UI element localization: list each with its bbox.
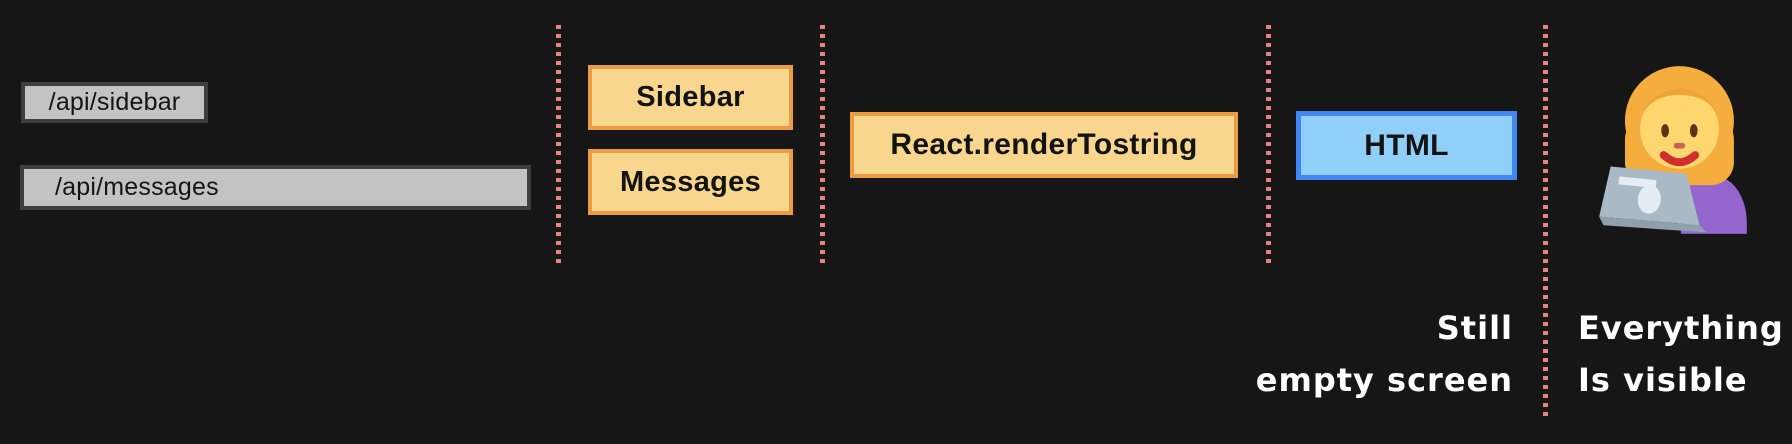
caption-line: Everything: [1578, 309, 1784, 347]
api-sidebar-label: /api/sidebar: [48, 88, 181, 116]
phase-divider-3: [1266, 25, 1271, 265]
phase-divider-2: [820, 25, 825, 265]
html-output-box: HTML: [1296, 111, 1517, 180]
render-to-string-label: React.renderTostring: [890, 128, 1198, 161]
emoji-laptop: [1599, 166, 1707, 233]
caption-still-empty-screen: Still empty screen: [1256, 302, 1513, 406]
caption-line: Is visible: [1578, 361, 1748, 399]
emoji-face: [1640, 88, 1719, 169]
render-to-string-box: React.renderTostring: [850, 112, 1238, 178]
woman-technologist-emoji: [1599, 66, 1747, 234]
api-sidebar-bar: /api/sidebar: [21, 82, 208, 123]
phase-divider-4: [1543, 25, 1548, 417]
component-box-sidebar: Sidebar: [588, 65, 793, 130]
caption-everything-visible: Everything Is visible: [1578, 302, 1784, 406]
caption-line: Still: [1436, 309, 1513, 347]
phase-divider-1: [556, 25, 561, 265]
caption-line: empty screen: [1255, 361, 1513, 399]
api-messages-bar: /api/messages: [20, 165, 531, 210]
component-sidebar-label: Sidebar: [636, 81, 745, 113]
html-output-label: HTML: [1364, 128, 1449, 162]
component-messages-label: Messages: [619, 165, 762, 198]
component-box-messages: Messages: [588, 149, 793, 215]
api-messages-label: /api/messages: [55, 173, 219, 201]
